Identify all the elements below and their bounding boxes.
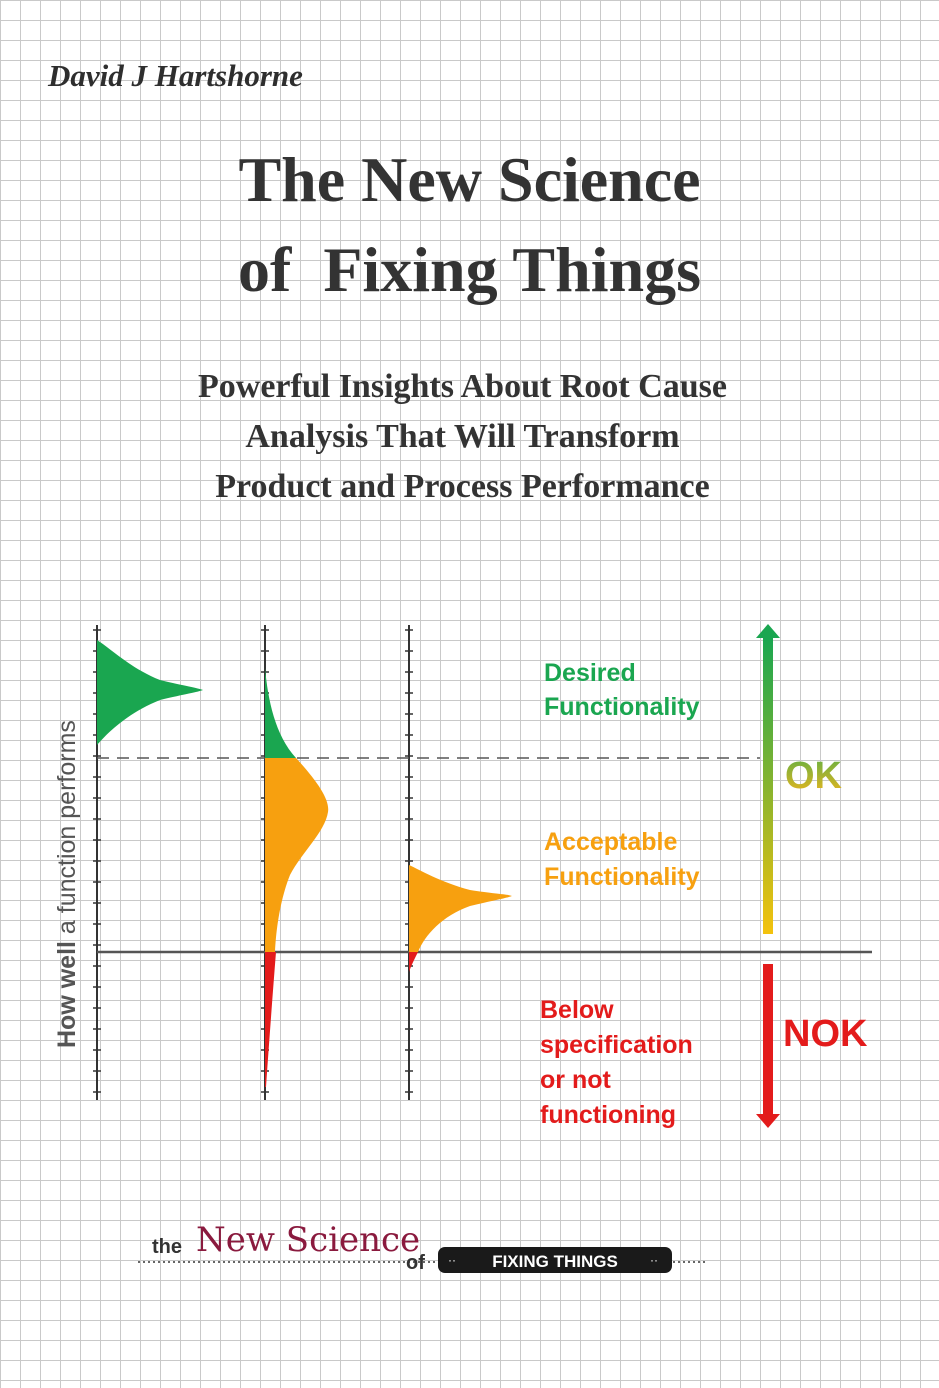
distribution-3-red-tail bbox=[409, 952, 418, 972]
nok-label: NOK bbox=[783, 1013, 868, 1055]
desired-label-1: Desired bbox=[544, 659, 636, 687]
y-axis-label: How well a function performs bbox=[53, 720, 81, 1048]
logo-fixing-things-badge: ·· ·· FIXING THINGS bbox=[438, 1247, 672, 1273]
performance-diagram: How well a function performs Desired Fun… bbox=[53, 624, 872, 1129]
logo-of: of bbox=[406, 1252, 425, 1274]
acceptable-label-2: Functionality bbox=[544, 863, 700, 891]
desired-label-2: Functionality bbox=[544, 693, 700, 721]
distribution-3-orange bbox=[409, 865, 512, 952]
ok-arrow bbox=[756, 624, 780, 934]
author-name: David J Hartshorne bbox=[48, 58, 303, 93]
logo-new-science: New Science bbox=[196, 1220, 420, 1260]
distribution-2-green-tail bbox=[265, 668, 296, 758]
subtitle-line-2: Analysis That Will Transform bbox=[245, 418, 680, 455]
title-line-1: The New Science bbox=[238, 144, 701, 215]
below-label-3: or not bbox=[540, 1066, 611, 1094]
distribution-1-green bbox=[97, 640, 203, 745]
logo-fixing-things: FIXING THINGS bbox=[492, 1252, 618, 1271]
subtitle-line-1: Powerful Insights About Root Cause bbox=[198, 368, 727, 405]
subtitle-line-3: Product and Process Performance bbox=[215, 468, 710, 505]
book-title: The New Science of Fixing Things bbox=[0, 135, 939, 315]
below-label-2: specification bbox=[540, 1031, 693, 1059]
below-label-4: functioning bbox=[540, 1101, 676, 1129]
book-subtitle: Powerful Insights About Root Cause Analy… bbox=[0, 362, 925, 512]
distribution-2-red-tail bbox=[265, 952, 276, 1087]
below-label-1: Below bbox=[540, 996, 614, 1024]
svg-text:··: ·· bbox=[448, 1253, 456, 1267]
acceptable-label-1: Acceptable bbox=[544, 828, 677, 856]
ok-label: OK bbox=[785, 755, 843, 797]
svg-text:··: ·· bbox=[650, 1253, 658, 1267]
nok-arrow bbox=[756, 964, 780, 1128]
series-logo: the New Science of ·· ·· FIXING THINGS bbox=[138, 1220, 706, 1274]
logo-the: the bbox=[152, 1236, 182, 1258]
distribution-2-orange bbox=[265, 758, 329, 952]
title-line-2: of Fixing Things bbox=[238, 234, 701, 305]
